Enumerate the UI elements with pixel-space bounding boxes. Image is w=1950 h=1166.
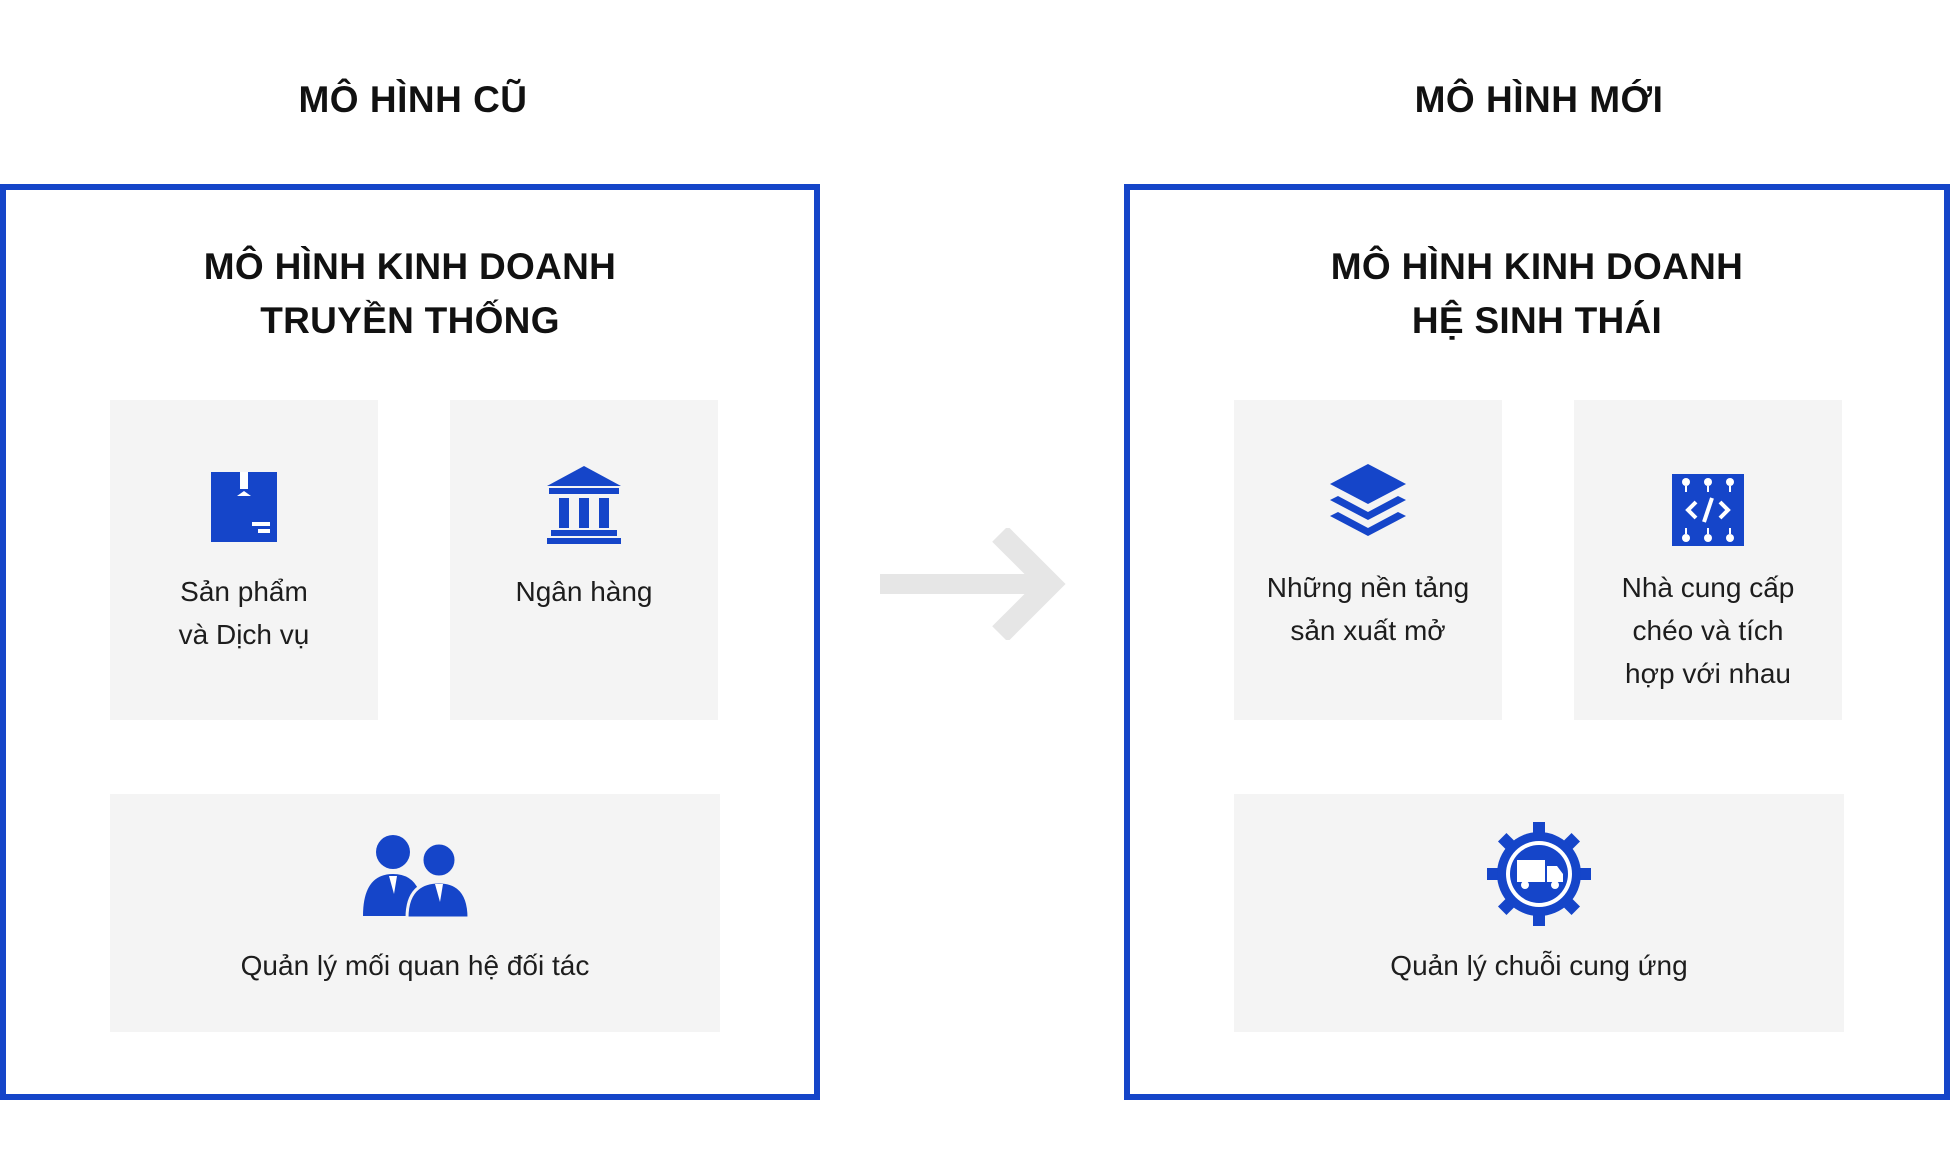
card-label-line: Nhà cung cấp [1621,572,1795,603]
code-chip-icon [1672,474,1744,546]
supply-chain-card: Quản lý chuỗi cung ứng [1234,794,1844,1032]
card-label-line: hợp với nhau [1625,658,1791,689]
layers-icon [1330,464,1406,536]
panel-heading: MÔ HÌNH KINH DOANH TRUYỀN THỐNG [6,240,814,348]
panel-heading-line: MÔ HÌNH KINH DOANH [1330,246,1744,287]
ecosystem-model-panel: MÔ HÌNH KINH DOANH HỆ SINH THÁI Những nề… [1124,184,1950,1100]
card-label: Ngân hàng [450,570,718,613]
card-label: Sản phẩm và Dịch vụ [110,570,378,656]
card-label-line: chéo và tích [1632,615,1784,646]
arrow-right-icon [880,528,1066,640]
card-label: Quản lý chuỗi cung ứng [1234,944,1844,987]
card-label-line: Quản lý mối quan hệ đối tác [240,950,590,981]
open-platforms-card: Những nền tảng sản xuất mở [1234,400,1502,720]
card-label-line: sản xuất mở [1290,615,1446,646]
package-icon [211,472,277,542]
bank-icon [547,466,621,544]
panel-heading: MÔ HÌNH KINH DOANH HỆ SINH THÁI [1130,240,1944,348]
card-label-line: Những nền tảng [1266,572,1470,603]
bank-card: Ngân hàng [450,400,718,720]
panel-heading-line: HỆ SINH THÁI [1411,300,1663,341]
new-model-title: MÔ HÌNH MỚI [1414,79,1664,120]
products-services-card: Sản phẩm và Dịch vụ [110,400,378,720]
card-label-line: và Dịch vụ [178,619,310,650]
card-label: Những nền tảng sản xuất mở [1234,566,1502,652]
card-label: Quản lý mối quan hệ đối tác [110,944,720,987]
truck-gear-icon [1487,822,1591,926]
panel-heading-line: TRUYỀN THỐNG [260,300,560,341]
partner-relationship-card: Quản lý mối quan hệ đối tác [110,794,720,1032]
card-label-line: Sản phẩm [180,576,308,607]
cross-providers-card: Nhà cung cấp chéo và tích hợp với nhau [1574,400,1842,720]
people-icon [363,835,469,918]
card-label-line: Ngân hàng [515,576,653,607]
old-model-title: MÔ HÌNH CŨ [298,79,528,120]
card-label: Nhà cung cấp chéo và tích hợp với nhau [1574,566,1842,695]
traditional-model-panel: MÔ HÌNH KINH DOANH TRUYỀN THỐNG Sản phẩm… [0,184,820,1100]
card-label-line: Quản lý chuỗi cung ứng [1390,950,1688,981]
panel-heading-line: MÔ HÌNH KINH DOANH [203,246,617,287]
